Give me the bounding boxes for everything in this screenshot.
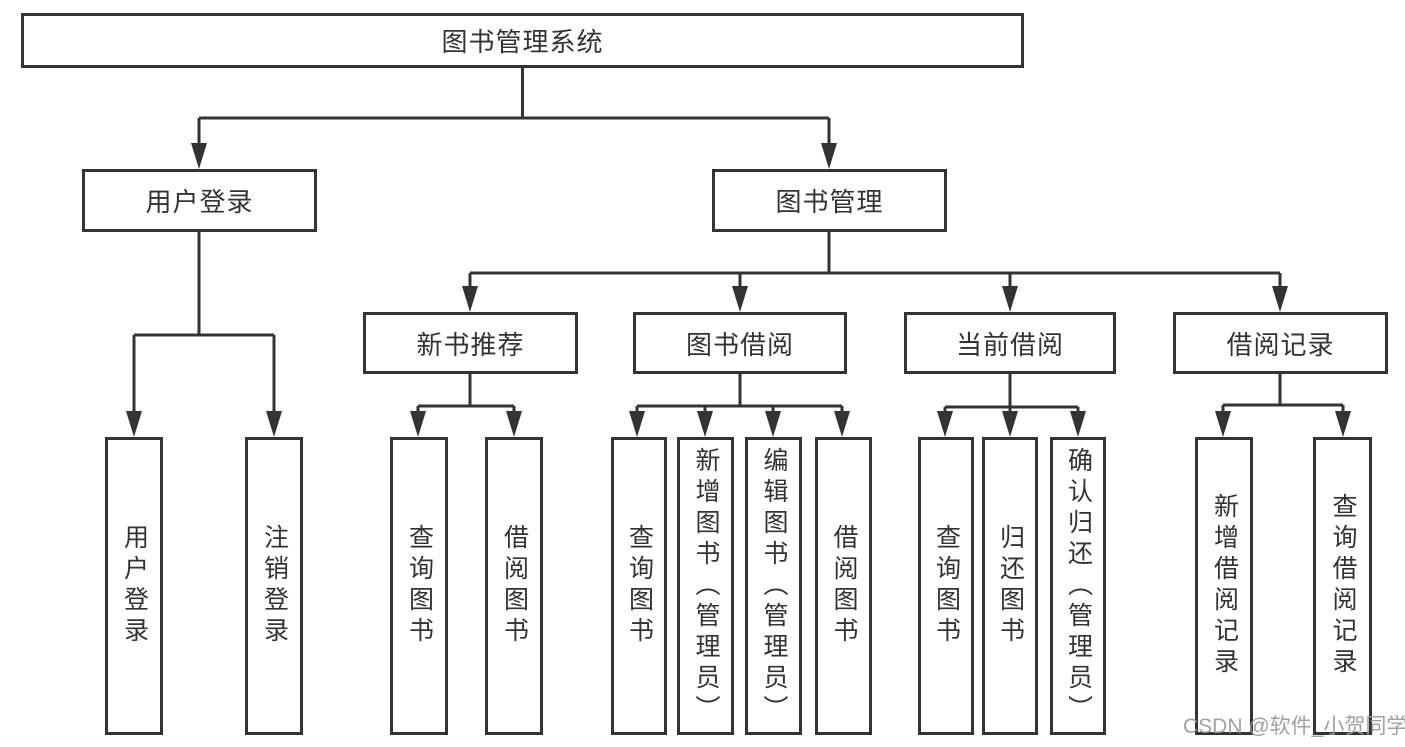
arrow-down-icon [410,411,426,437]
leaf-borrow-edit-book-admin-label: 编辑图书（管理员） [760,446,788,726]
leaf-new-borrow-book: 借阅图书 [485,437,543,735]
leaf-borrow-query-book: 查询图书 [611,437,667,735]
connector-book-management [468,232,1282,307]
connector-book-borrow [635,374,844,430]
node-user-login: 用户登录 [82,169,317,232]
arrow-down-icon [1070,411,1086,437]
leaf-current-return-book: 归还图书 [982,437,1038,735]
leaf-new-borrow-book-label: 借阅图书 [500,524,529,648]
leaf-record-query-record: 查询借阅记录 [1313,437,1372,735]
leaf-current-confirm-return-admin-label: 确认归还（管理员） [1064,446,1093,726]
arrow-down-icon [1002,411,1018,437]
node-book-management-label: 图书管理 [775,187,884,217]
arrow-down-icon [765,411,781,437]
leaf-user-login-label: 用户登录 [120,524,149,648]
arrow-down-icon [191,143,207,169]
leaf-record-add-record-label: 新增借阅记录 [1210,493,1239,679]
connector-user-login [132,232,276,432]
leaf-borrow-borrow-book-label: 借阅图书 [830,524,858,648]
leaf-new-query-book: 查询图书 [390,437,448,735]
node-book-borrow: 图书借阅 [633,312,847,374]
node-current-borrow: 当前借阅 [904,312,1116,374]
arrow-down-icon [266,411,282,437]
arrow-down-icon [821,143,837,169]
csdn-watermark: CSDN @软件_小贺同学 [1183,715,1405,738]
arrow-down-icon [1002,286,1018,312]
leaf-borrow-borrow-book: 借阅图书 [815,437,872,735]
arrow-down-icon [1272,286,1288,312]
arrow-down-icon [126,411,142,437]
arrow-down-icon [462,286,478,312]
connector-new-book [416,374,516,430]
node-user-login-label: 用户登录 [145,187,254,217]
arrow-down-icon [697,411,713,437]
leaf-record-add-record: 新增借阅记录 [1195,437,1253,735]
leaf-current-confirm-return-admin: 确认归还（管理员） [1050,437,1106,735]
leaf-current-query-book-label: 查询图书 [932,524,961,648]
node-borrow-record: 借阅记录 [1173,312,1388,374]
arrow-down-icon [1335,411,1351,437]
leaf-user-login: 用户登录 [105,437,163,735]
arrow-down-icon [1215,411,1231,437]
arrow-down-icon [629,411,645,437]
node-new-book-recommend-label: 新书推荐 [416,329,525,360]
node-book-borrow-label: 图书借阅 [685,329,794,360]
node-root: 图书管理系统 [21,13,1024,68]
arrow-down-icon [937,411,953,437]
leaf-borrow-add-book-admin-label: 新增图书（管理员） [692,446,720,726]
leaf-borrow-add-book-admin: 新增图书（管理员） [677,437,734,735]
arrow-down-icon [732,286,748,312]
leaf-borrow-edit-book-admin: 编辑图书（管理员） [745,437,802,735]
leaf-current-return-book-label: 归还图书 [996,524,1025,648]
leaf-new-query-book-label: 查询图书 [405,524,434,648]
leaf-current-query-book: 查询图书 [918,437,974,735]
arrow-down-icon [506,411,522,437]
node-root-label: 图书管理系统 [441,27,604,57]
node-book-management: 图书管理 [712,169,947,232]
connector-root [197,68,831,164]
leaf-record-query-record-label: 查询借阅记录 [1329,493,1357,679]
leaf-borrow-query-book-label: 查询图书 [625,524,654,648]
node-new-book-recommend: 新书推荐 [363,312,578,374]
connector-borrow-record [1221,374,1345,430]
leaf-logout-label: 注销登录 [260,524,289,648]
node-current-borrow-label: 当前借阅 [955,329,1064,360]
arrow-down-icon [834,411,850,437]
node-borrow-record-label: 借阅记录 [1226,329,1335,360]
leaf-logout: 注销登录 [245,437,303,735]
